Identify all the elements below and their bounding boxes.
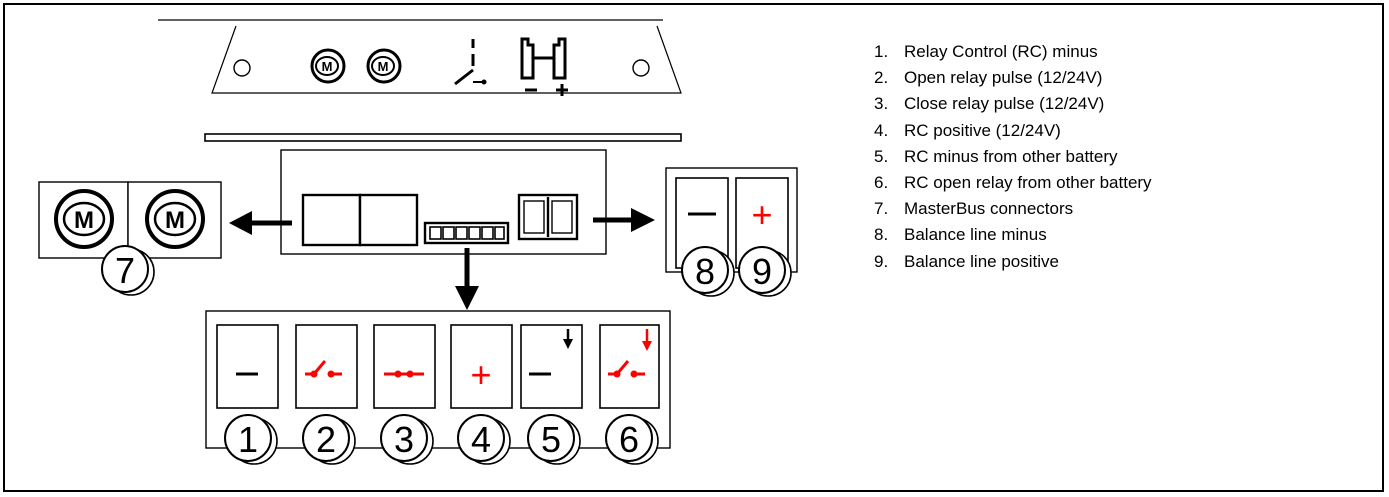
battery-terminal-icon	[520, 37, 568, 96]
legend-number: 7.	[874, 199, 889, 219]
arrow-down-icon	[563, 329, 573, 349]
masterbus-port	[301, 193, 362, 247]
open-switch-icon	[608, 360, 645, 378]
top-panel: M M	[158, 19, 682, 96]
terminal-6	[599, 324, 660, 409]
legend-item: 7. MasterBus connectors	[874, 196, 1152, 222]
callout-7: 7	[101, 245, 155, 296]
masterbus-port	[358, 193, 419, 247]
legend-item: 8. Balance line minus	[874, 222, 1152, 248]
plus-symbol: +	[470, 354, 491, 395]
svg-text:3: 3	[394, 419, 414, 460]
legend-number: 9.	[874, 251, 889, 271]
separator-bar	[204, 133, 682, 142]
svg-text:1: 1	[238, 419, 258, 460]
svg-text:9: 9	[752, 251, 772, 292]
legend-item: 9. Balance line positive	[874, 249, 1152, 275]
legend-number: 8.	[874, 225, 889, 245]
callout-4: 4	[457, 414, 511, 465]
legend-text: Balance line positive	[904, 251, 1059, 271]
callout-2: 2	[302, 414, 356, 465]
legend-text: Relay Control (RC) minus	[904, 42, 1098, 61]
masterbus-letter: M	[378, 59, 389, 74]
masterbus-letter: M	[165, 207, 185, 234]
legend-item: 2. Open relay pulse (12/24V)	[874, 65, 1152, 91]
terminal-1	[216, 324, 279, 409]
legend-text: MasterBus connectors	[904, 199, 1074, 219]
terminal-4	[450, 324, 513, 409]
legend-text: Open relay pulse (12/24V)	[904, 68, 1103, 88]
masterbus-icon: M	[145, 189, 205, 249]
svg-text:6: 6	[619, 419, 639, 460]
terminal-3	[373, 324, 436, 409]
terminal-2	[295, 324, 358, 409]
arrow-down-icon	[642, 329, 652, 351]
center-unit	[280, 149, 607, 255]
callout-1: 1	[224, 414, 278, 465]
legend-item: 6. RC open relay from other battery	[874, 170, 1152, 196]
plus-symbol: +	[751, 194, 772, 235]
callout-3: 3	[380, 414, 434, 465]
masterbus-icon: M	[366, 48, 402, 84]
svg-text:7: 7	[115, 250, 135, 291]
legend-text: Close relay pulse (12/24V)	[904, 94, 1105, 114]
legend-item: 4. RC positive (12/24V)	[874, 118, 1152, 144]
legend-number: 2.	[874, 68, 889, 88]
terminal-5	[520, 324, 583, 409]
legend-text: RC open relay from other battery	[904, 172, 1152, 192]
legend-number: 6.	[874, 172, 889, 192]
legend-number: 1.	[874, 42, 889, 61]
svg-text:8: 8	[695, 251, 715, 292]
legend-number: 3.	[874, 94, 889, 114]
mounting-hole-icon	[233, 59, 251, 77]
legend-text: RC positive (12/24V)	[904, 120, 1061, 140]
closed-switch-icon	[384, 370, 424, 378]
legend-number: 4.	[874, 120, 889, 140]
svg-text:5: 5	[541, 419, 561, 460]
mounting-hole-icon	[632, 59, 650, 77]
legend-text: RC minus from other battery	[904, 146, 1118, 166]
switch-icon	[454, 39, 487, 86]
callout-9: 9	[738, 246, 792, 297]
legend-item: 1. Relay Control (RC) minus	[874, 39, 1152, 65]
legend-text: Balance line minus	[904, 225, 1047, 245]
open-switch-icon	[305, 360, 342, 378]
arrows	[229, 208, 655, 310]
callout-5: 5	[527, 414, 581, 465]
masterbus-connector-block: M M	[38, 181, 222, 259]
callout-8: 8	[681, 246, 735, 297]
svg-text:4: 4	[471, 419, 491, 460]
diagram-frame	[3, 3, 1384, 492]
masterbus-letter: M	[74, 207, 94, 234]
terminal-strip: +	[205, 310, 671, 449]
legend-item: 3. Close relay pulse (12/24V)	[874, 91, 1152, 117]
masterbus-icon: M	[310, 48, 346, 84]
legend-item: 5. RC minus from other battery	[874, 144, 1152, 170]
legend-list: 1. Relay Control (RC) minus 2. Open relay …	[874, 39, 1152, 275]
svg-text:2: 2	[316, 419, 336, 460]
callout-6: 6	[605, 414, 659, 465]
legend-number: 5.	[874, 146, 889, 166]
masterbus-icon: M	[54, 189, 114, 249]
masterbus-letter: M	[322, 59, 333, 74]
